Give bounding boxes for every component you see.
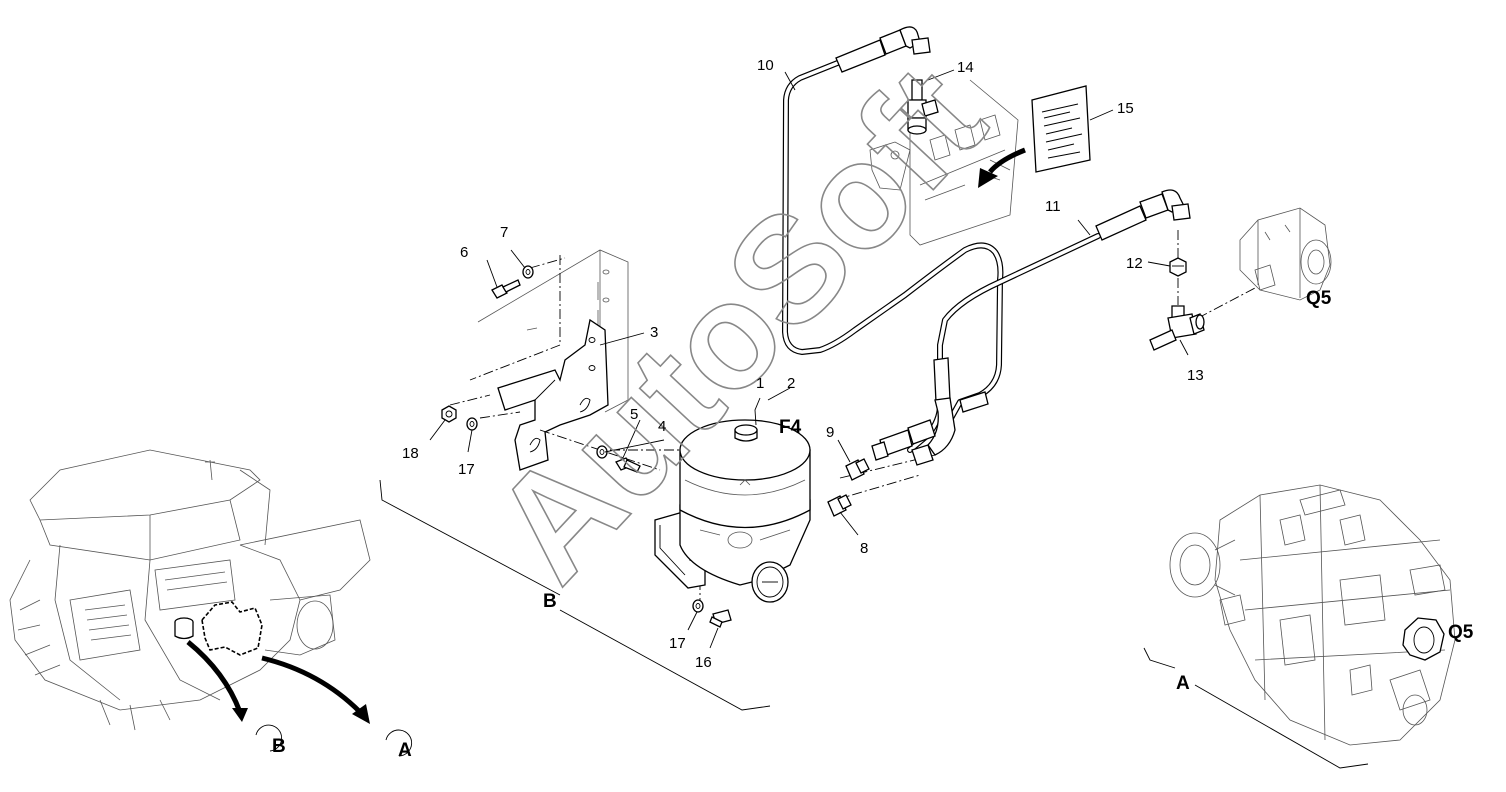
section-label-a: A — [1176, 673, 1190, 694]
assembly-line — [834, 474, 921, 501]
washer-part-17-lower — [692, 599, 704, 613]
callout-13: 13 — [1187, 367, 1204, 384]
callout-17-lower: 17 — [669, 635, 686, 652]
callout-2: 2 — [787, 375, 795, 392]
bracket-part-3 — [497, 318, 609, 471]
bolt-part-16 — [709, 609, 732, 628]
callout-17-upper: 17 — [458, 461, 475, 478]
reference-circle-b: B — [255, 724, 286, 757]
callout-12: 12 — [1126, 255, 1143, 272]
assembly-line — [479, 411, 521, 419]
callout-11: 11 — [1045, 198, 1061, 215]
filter-assembly-f4 — [654, 419, 811, 603]
section-b-line-lower — [559, 609, 771, 711]
assembly-line — [529, 257, 566, 269]
leader-lines — [429, 69, 1189, 649]
callout-10: 10 — [757, 57, 774, 74]
section-b-line — [379, 479, 561, 596]
section-label-b: B — [543, 591, 557, 612]
callout-3: 3 — [650, 324, 658, 341]
assembly-line — [1197, 287, 1256, 319]
callout-9: 9 — [826, 424, 834, 441]
nut-part-18 — [441, 405, 457, 423]
callout-16: 16 — [695, 654, 712, 671]
label-f4: F4 — [779, 417, 802, 438]
leader-line — [767, 387, 791, 401]
callout-8: 8 — [860, 540, 868, 557]
install-arrow-head — [978, 168, 998, 188]
washer-part-7 — [522, 265, 534, 279]
washer-hole — [525, 269, 531, 275]
tee-fitting-part-14 — [907, 79, 939, 135]
callout-15: 15 — [1117, 100, 1134, 117]
washer-hole — [599, 449, 605, 455]
install-arrow — [988, 147, 1026, 174]
callout-5: 5 — [630, 406, 638, 423]
assembly-line — [449, 394, 491, 406]
callout-18: 18 — [402, 445, 419, 462]
fitting-part-12 — [1169, 257, 1187, 277]
fitting-part-8 — [827, 494, 852, 517]
reference-circle-a: A — [385, 729, 413, 761]
tee-fitting-part-13 — [1149, 305, 1205, 351]
washer-hole — [469, 421, 475, 427]
callout-1: 1 — [756, 375, 764, 392]
section-a-detail — [1143, 484, 1456, 769]
assembly-line — [469, 255, 561, 381]
washer-hole — [695, 603, 701, 609]
callout-7: 7 — [500, 224, 508, 241]
callout-14: 14 — [957, 59, 974, 76]
label-q5-pump: Q5 — [1306, 288, 1332, 309]
decal-part-15 — [1031, 85, 1091, 173]
leader-line — [754, 397, 761, 426]
callout-4: 4 — [658, 418, 666, 435]
washer-part-17 — [466, 417, 478, 431]
machine-overview — [9, 449, 371, 731]
label-q5-detail: Q5 — [1448, 622, 1474, 643]
pump-q5 — [1239, 207, 1332, 301]
reference-label-a: A — [398, 740, 412, 761]
reference-label-b: B — [272, 736, 286, 757]
hose-part-11 — [871, 189, 1191, 466]
bolt-part-6 — [491, 279, 521, 299]
callout-6: 6 — [460, 244, 468, 261]
fitting-part-9 — [845, 458, 870, 481]
